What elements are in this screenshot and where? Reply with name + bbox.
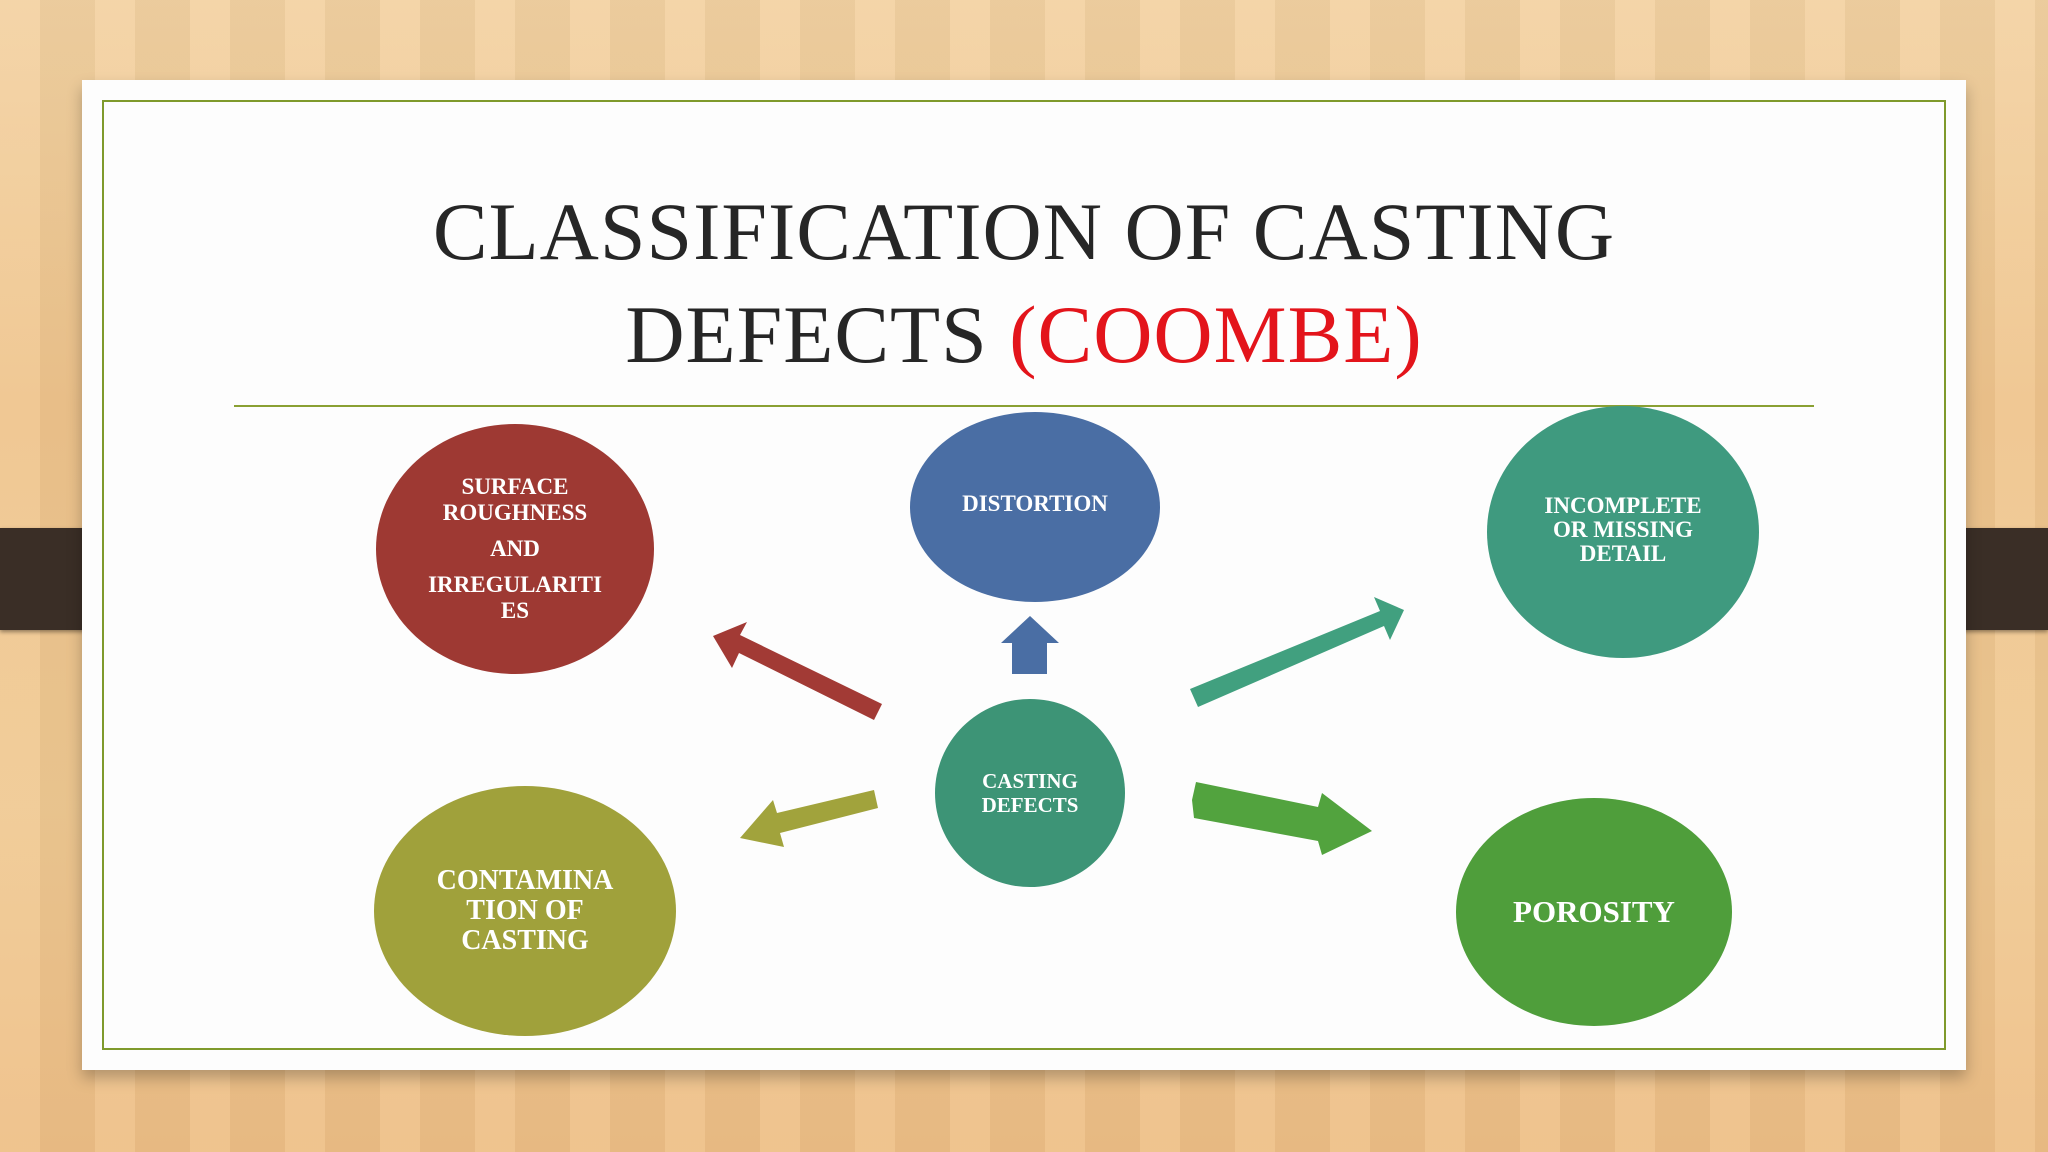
node-distortion-label: DISTORTION <box>962 491 1108 516</box>
title-word-defects: DEFECTS <box>625 289 988 380</box>
title-line-2: DEFECTS (COOMBE) <box>82 283 1966 386</box>
slide-card: CLASSIFICATION OF CASTING DEFECTS (COOMB… <box>82 80 1966 1070</box>
node-contam-line: CASTING <box>461 925 589 956</box>
node-center-line: CASTING <box>982 769 1078 793</box>
slide-frame <box>102 100 1946 1050</box>
node-incomplete-line: OR MISSING <box>1553 517 1693 542</box>
title-line-1: CLASSIFICATION OF CASTING <box>432 186 1616 277</box>
node-porosity-label: POROSITY <box>1513 894 1675 929</box>
node-surface-roughness: SURFACE ROUGHNESS AND IRREGULARITI ES <box>376 424 654 674</box>
node-distortion: DISTORTION <box>910 412 1160 602</box>
node-surface-line: SURFACE <box>461 474 569 499</box>
node-contam-line: CONTAMINA <box>436 865 614 896</box>
title-accent: (COOMBE) <box>1009 289 1423 380</box>
slide-title: CLASSIFICATION OF CASTING DEFECTS (COOMB… <box>82 180 1966 386</box>
arrow-to-surface <box>713 622 882 720</box>
node-contam-line: TION OF <box>466 895 584 926</box>
title-divider <box>234 405 1814 407</box>
arrow-layer <box>713 597 1404 855</box>
arrow-to-contamination <box>740 790 878 847</box>
node-casting-defects: CASTING DEFECTS <box>935 699 1125 887</box>
node-center-line: DEFECTS <box>981 793 1079 817</box>
node-surface-line: AND <box>490 536 540 561</box>
node-surface-line: IRREGULARITI <box>428 572 602 597</box>
node-incomplete-detail: INCOMPLETE OR MISSING DETAIL <box>1487 406 1759 658</box>
node-incomplete-line: INCOMPLETE <box>1544 493 1702 518</box>
node-porosity: POROSITY <box>1456 798 1732 1026</box>
node-surface-line: ES <box>500 598 530 623</box>
node-surface-line: ROUGHNESS <box>442 500 588 525</box>
node-incomplete-line: DETAIL <box>1579 541 1667 566</box>
node-contamination: CONTAMINA TION OF CASTING <box>374 786 676 1036</box>
arrow-to-distortion <box>1001 616 1059 674</box>
arrow-to-porosity <box>1192 782 1372 855</box>
arrow-to-incomplete <box>1190 597 1404 707</box>
